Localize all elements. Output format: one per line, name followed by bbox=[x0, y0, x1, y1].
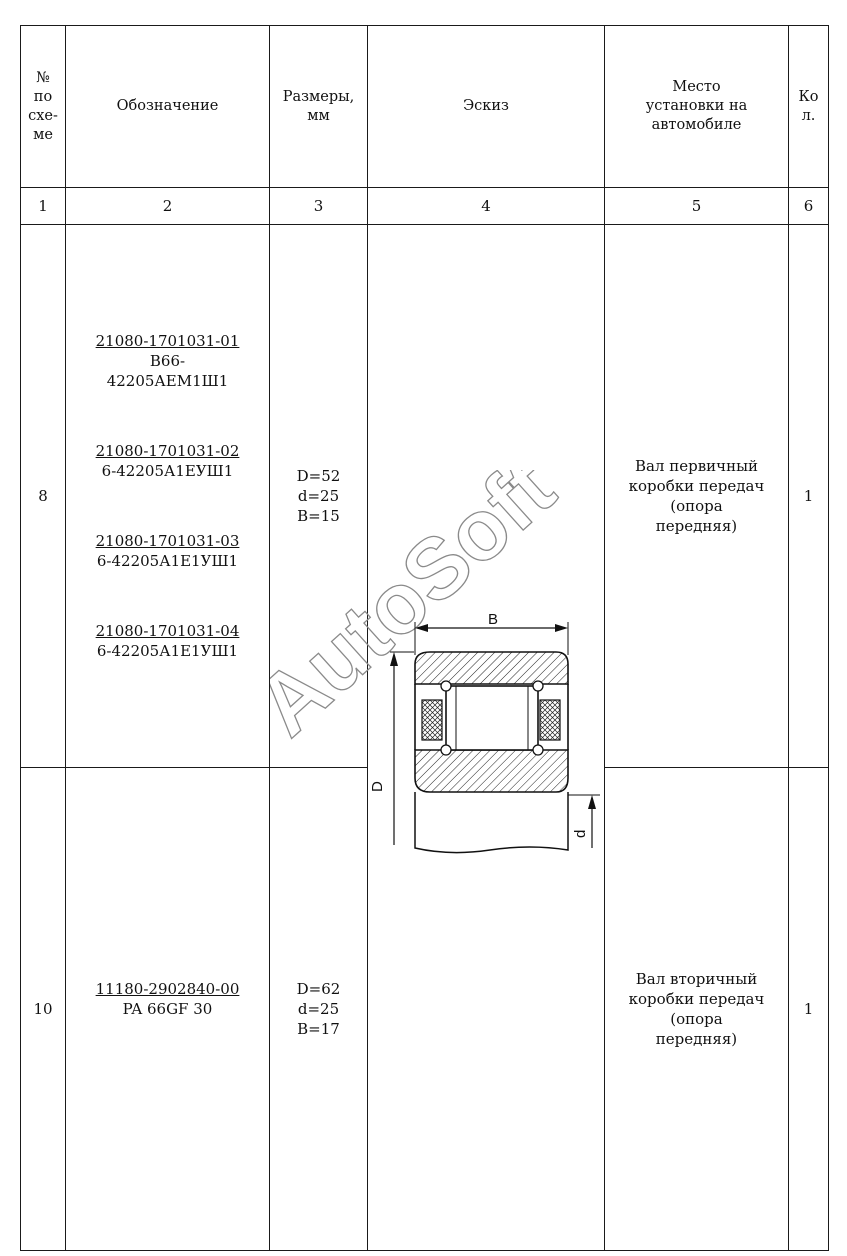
label-D: D bbox=[369, 781, 386, 792]
label-d: d bbox=[572, 830, 589, 838]
header-col1-line2: по bbox=[33, 88, 53, 105]
vline-6 bbox=[828, 25, 829, 1251]
bearing-code: 6-42205А1Е1УШ1 bbox=[96, 552, 239, 570]
row8-scheme-no: 8 bbox=[38, 487, 48, 505]
colnum-6: 6 bbox=[803, 197, 814, 215]
dimension-B: B=17 bbox=[297, 1020, 340, 1038]
vline-1 bbox=[65, 25, 66, 1251]
colnum-5: 5 bbox=[691, 197, 702, 215]
header-col4-text: Эскиз bbox=[463, 98, 509, 114]
dimension-d: d=25 bbox=[297, 1000, 340, 1018]
header-separator bbox=[20, 187, 829, 188]
header-col3-line1: Размеры, bbox=[282, 88, 355, 105]
header-designation: Обозначение bbox=[66, 26, 269, 187]
location-line: коробки передач bbox=[628, 990, 765, 1008]
dimension-D: D=52 bbox=[296, 467, 341, 485]
row10-designations: 11180-2902840-00 PA 66GF 30 bbox=[66, 768, 269, 1250]
colnum-separator bbox=[20, 224, 829, 225]
row-separator-right bbox=[604, 767, 829, 768]
row8-dimensions: D=52 d=25 B=15 bbox=[270, 225, 367, 767]
dimension-B: B=15 bbox=[297, 507, 340, 525]
header-col5-line2: установки на bbox=[645, 98, 748, 114]
row10-scheme-no: 10 bbox=[33, 1000, 53, 1018]
header-col6-line1: Ко bbox=[798, 88, 819, 105]
bearing-sketch: B D d bbox=[369, 611, 600, 854]
vline-2 bbox=[269, 25, 270, 1251]
label-B: B bbox=[488, 611, 498, 628]
header-sketch: Эскиз bbox=[368, 26, 604, 187]
row8-designations: 21080-1701031-01 В66- 42205АЕМ1Ш1 21080-… bbox=[66, 225, 269, 767]
header-col6-line2: л. bbox=[801, 107, 816, 124]
part-number: 21080-1701031-01 bbox=[95, 332, 240, 350]
header-quantity: Ко л. bbox=[789, 26, 828, 187]
dimension-d-line bbox=[568, 794, 600, 848]
location-line: коробки передач bbox=[628, 477, 765, 495]
dimension-D-line bbox=[390, 651, 414, 845]
dimension-B-line bbox=[414, 622, 569, 655]
header-col5-line3: автомобиле bbox=[651, 117, 742, 133]
row8-designation-1: 21080-1701031-01 В66- 42205АЕМ1Ш1 bbox=[96, 331, 240, 391]
location-line: (опора bbox=[670, 497, 723, 515]
location-line: передняя) bbox=[655, 1030, 738, 1048]
bearing-code: 42205АЕМ1Ш1 bbox=[106, 372, 229, 390]
bearing-code: В66- bbox=[149, 352, 186, 370]
dimension-d: d=25 bbox=[297, 487, 340, 505]
header-col1-line4: ме bbox=[33, 126, 53, 143]
vline-4 bbox=[604, 25, 605, 1251]
table-border-top bbox=[20, 25, 829, 26]
colnum-4: 4 bbox=[481, 197, 491, 215]
outer-ring-bottom bbox=[414, 749, 569, 793]
dimension-D: D=62 bbox=[296, 980, 341, 998]
location-line: Вал вторичный bbox=[635, 970, 758, 988]
table-border-bottom bbox=[20, 1250, 829, 1251]
row8-quantity: 1 bbox=[803, 487, 814, 505]
row10-dimensions: D=62 d=25 B=17 bbox=[270, 768, 367, 1250]
right-cage bbox=[539, 699, 561, 741]
colnum-3: 3 bbox=[313, 197, 324, 215]
location-line: передняя) bbox=[655, 517, 738, 535]
roller bbox=[445, 685, 539, 751]
header-col1-line1: № bbox=[36, 69, 50, 86]
bearing-code: 6-42205А1ЕУШ1 bbox=[101, 462, 234, 480]
vline-0 bbox=[20, 25, 21, 1251]
part-number: 21080-1701031-03 bbox=[95, 532, 240, 550]
bearing-code: 6-42205А1Е1УШ1 bbox=[96, 642, 239, 660]
part-number: 21080-1701031-04 bbox=[95, 622, 240, 640]
row8-location: Вал первичный коробки передач (опора пер… bbox=[605, 225, 788, 767]
left-cage bbox=[421, 699, 443, 741]
header-col1-line3: схе- bbox=[28, 107, 58, 124]
row10-location: Вал вторичный коробки передач (опора пер… bbox=[605, 768, 788, 1250]
header-location: Место установки на автомобиле bbox=[605, 26, 788, 187]
vline-5 bbox=[788, 25, 789, 1251]
vline-3 bbox=[367, 25, 368, 1251]
part-number: 11180-2902840-00 bbox=[95, 980, 240, 998]
bearing-code: PA 66GF 30 bbox=[122, 1000, 213, 1018]
row8-designation-2: 21080-1701031-02 6-42205А1ЕУШ1 bbox=[96, 441, 240, 481]
header-col5-line1: Место bbox=[672, 79, 721, 95]
location-line: Вал первичный bbox=[634, 457, 759, 475]
outer-ring-top bbox=[414, 651, 569, 685]
header-col3-line2: мм bbox=[307, 107, 330, 124]
row8-designation-3: 21080-1701031-03 6-42205А1Е1УШ1 bbox=[96, 531, 240, 571]
row-separator-left bbox=[20, 767, 367, 768]
row10-quantity: 1 bbox=[803, 1000, 814, 1018]
shaft-outline bbox=[414, 792, 569, 854]
header-dimensions: Размеры, мм bbox=[270, 26, 367, 187]
colnum-2: 2 bbox=[162, 197, 173, 215]
colnum-1: 1 bbox=[38, 197, 48, 215]
part-number: 21080-1701031-02 bbox=[95, 442, 240, 460]
header-col2-text: Обозначение bbox=[116, 98, 219, 114]
location-line: (опора bbox=[670, 1010, 723, 1028]
row8-designation-4: 21080-1701031-04 6-42205А1Е1УШ1 bbox=[96, 621, 240, 661]
header-scheme-no: № по схе- ме bbox=[21, 26, 65, 187]
